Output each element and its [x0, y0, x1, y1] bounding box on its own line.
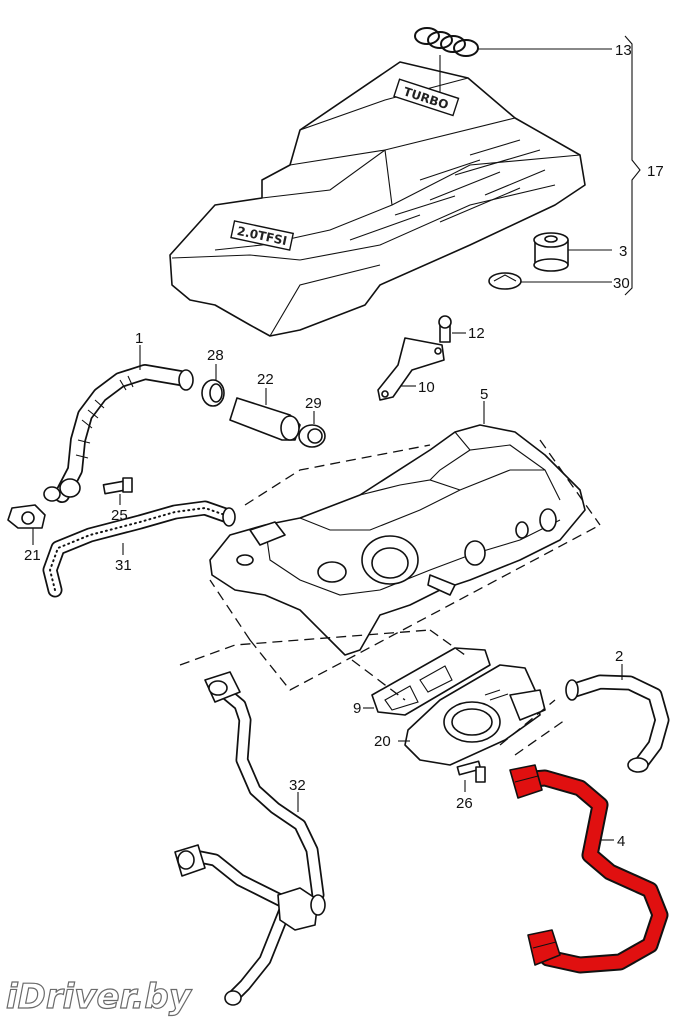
- oil-separator-20: [404, 664, 546, 766]
- callout-28: 28: [207, 347, 224, 364]
- callout-25: 25: [111, 507, 128, 524]
- callout-31: 31: [115, 557, 132, 574]
- engine-cover: TURBO 2.0TFSI: [169, 61, 586, 337]
- vent-line-assembly-32: [174, 671, 326, 1006]
- gasket-9: [371, 647, 491, 716]
- clip-part: [488, 272, 522, 290]
- callout-22: 22: [257, 371, 274, 388]
- breather-hose-31: [42, 500, 236, 598]
- bolt-25: [102, 477, 133, 495]
- grommet-part: [533, 232, 569, 272]
- callout-21: 21: [24, 547, 41, 564]
- bolt-26: [456, 760, 486, 783]
- callout-5: 5: [480, 386, 488, 403]
- callout-3: 3: [619, 243, 627, 260]
- callout-26: 26: [456, 795, 473, 812]
- hose-clamp-29: [298, 424, 326, 448]
- callout-10: 10: [418, 379, 435, 396]
- callout-12: 12: [468, 325, 485, 342]
- callout-30: 30: [613, 275, 630, 292]
- watermark-text: iDriver.by: [6, 977, 193, 1017]
- callout-9: 9: [353, 700, 361, 717]
- callout-20: 20: [374, 733, 391, 750]
- highlighted-hose-4: [509, 764, 669, 974]
- callout-2: 2: [615, 648, 623, 665]
- callout-29: 29: [305, 395, 322, 412]
- breather-hose-1: [43, 364, 194, 503]
- vent-hose-2: [565, 674, 670, 773]
- valve-cover: [209, 424, 586, 656]
- hose-clamp-28: [201, 379, 225, 407]
- callout-1: 1: [135, 330, 143, 347]
- gasket-21: [7, 504, 46, 529]
- audi-rings-emblem: [414, 27, 479, 57]
- mounting-bracket: [377, 337, 445, 401]
- callout-labels: 13 17 3 30 12 10 1 28 22 29 5 25 21 31 2…: [24, 42, 664, 850]
- callout-17: 17: [647, 163, 664, 180]
- hose-section-22: [229, 397, 301, 441]
- callout-4: 4: [617, 833, 625, 850]
- callout-32: 32: [289, 777, 306, 794]
- stud-bolt: [438, 315, 452, 343]
- callout-13: 13: [615, 42, 632, 59]
